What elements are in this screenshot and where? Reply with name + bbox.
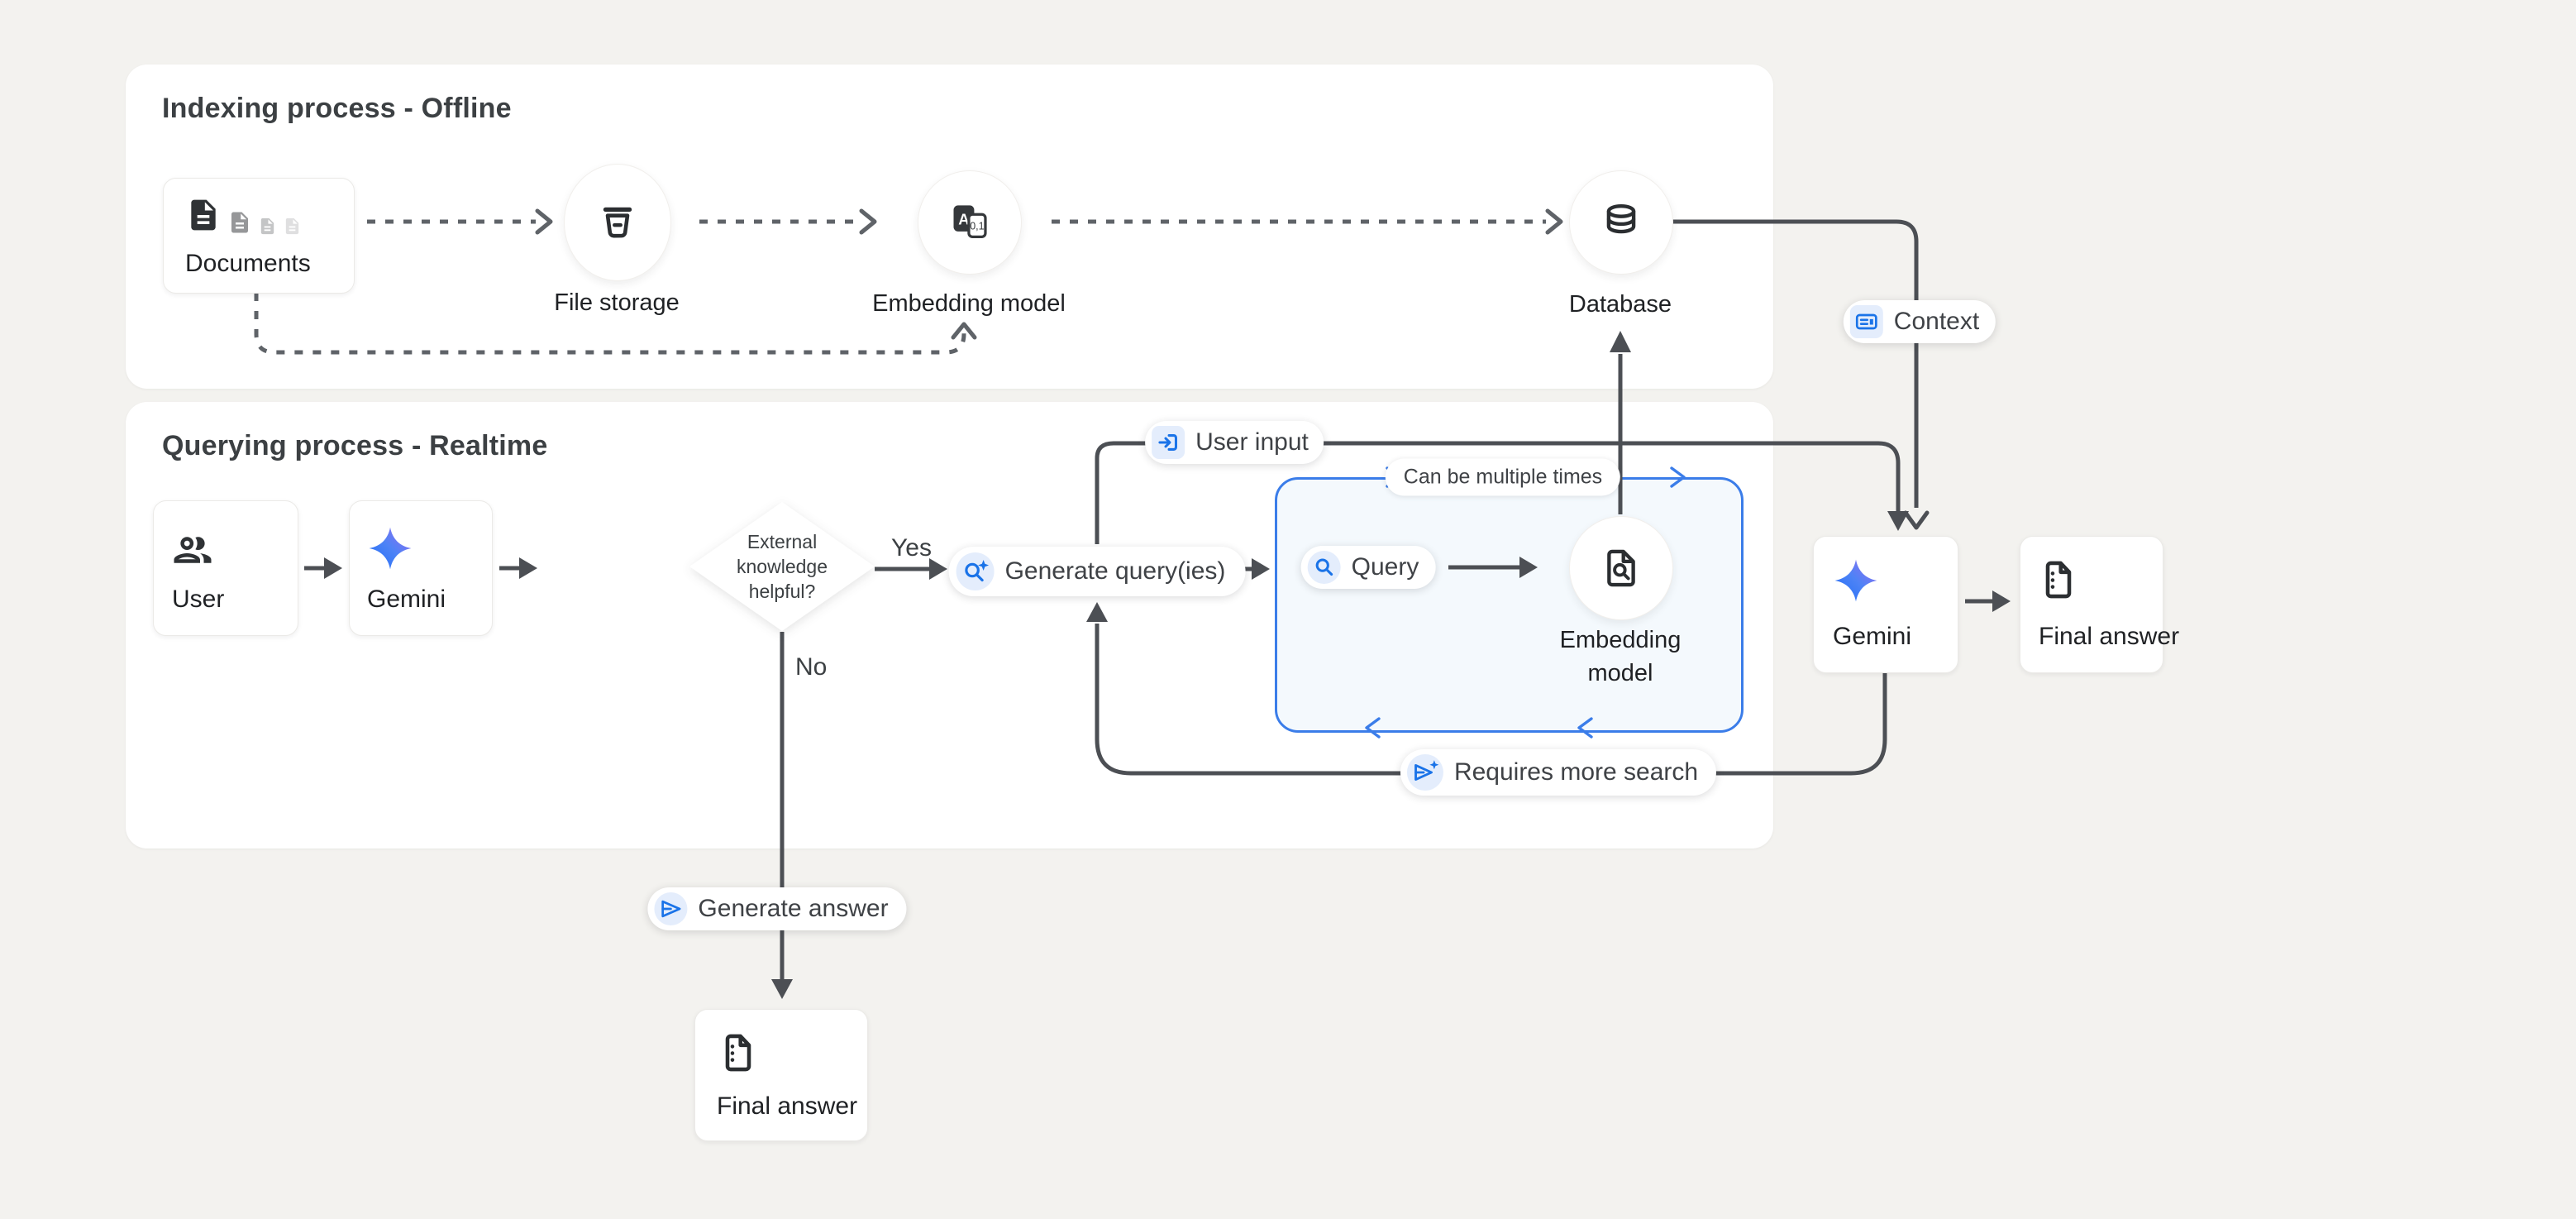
database-icon [1606, 204, 1636, 234]
arrowhead-embedding-database [1610, 331, 1631, 352]
send-icon [661, 900, 681, 918]
final-answer-right-label: Final answer [2039, 623, 2180, 650]
search-spark-icon [965, 560, 990, 582]
file-storage-label: File storage [554, 289, 680, 316]
document-icon [231, 212, 248, 233]
query-label: Query [1351, 553, 1419, 581]
search-chip [1307, 551, 1341, 584]
search-icon [1315, 558, 1333, 576]
loop-chevron-bottom-2 [1577, 717, 1593, 739]
documents-card: Documents [163, 178, 355, 294]
final-answer-icon [725, 1034, 751, 1072]
file-storage-icon [603, 207, 632, 238]
document-icon [191, 199, 216, 231]
context-chip [1849, 305, 1883, 338]
chevron-head-3 [1545, 208, 1563, 235]
generate-answer-pill: Generate answer [647, 887, 907, 930]
arrowhead-gemini2-finalanswer [1992, 590, 2011, 612]
send-chip [654, 892, 688, 925]
embedding-model-node: A 0,1 [918, 170, 1022, 275]
document-icon [260, 218, 274, 235]
decision-line3: helpful? [748, 581, 816, 602]
gemini2-card: Gemini [1813, 536, 1958, 673]
chevron-head-loop-up [951, 322, 977, 340]
context-pill: Context [1843, 300, 1996, 343]
no-label: No [795, 653, 828, 681]
retrieval-loop-box [1275, 477, 1744, 733]
loop-note-label: Can be multiple times [1403, 465, 1603, 489]
arrowhead-decision-generatequeries [929, 558, 947, 580]
login-chip [1152, 426, 1185, 459]
embed-icon-digits: 0,1 [970, 220, 984, 232]
arrowhead-requires-generatequeries [1086, 602, 1108, 622]
arrowhead-generatequeries-bluebox [1252, 558, 1270, 580]
user-input-label: User input [1195, 428, 1309, 456]
arrowhead-user-gemini [324, 557, 342, 579]
query-embedding-label-line2: model [1587, 660, 1653, 686]
user-input-icon [1158, 434, 1177, 451]
arrowhead-context-gemini2 [1903, 510, 1930, 530]
arrowhead-query-embedding [1519, 557, 1538, 578]
requires-more-search-pill: Requires more search [1400, 749, 1717, 796]
requires-more-search-label: Requires more search [1453, 758, 1699, 786]
loop-chevron-bottom-1 [1365, 717, 1381, 739]
spark-send-chip [1406, 754, 1443, 791]
query-pill: Query [1300, 546, 1436, 589]
gemini-icon [1834, 559, 1877, 602]
gemini-card: Gemini [349, 500, 493, 636]
edge-documents-embedding-loop [254, 293, 966, 355]
final-answer-icon [2045, 561, 2072, 599]
query-embedding-label-line1: Embedding [1559, 627, 1682, 653]
gemini-icon [369, 527, 412, 570]
query-embedding-node [1569, 516, 1673, 620]
document-icon [285, 218, 299, 235]
context-label: Context [1893, 308, 1980, 335]
final-answer-right-card: Final answer [2020, 536, 2179, 673]
documents-label: Documents [185, 250, 311, 277]
arrowhead-gemini-decision [519, 557, 537, 579]
yes-label: Yes [891, 534, 932, 562]
decision-diamond: External knowledge helpful? [689, 502, 875, 631]
decision-line1: External [747, 531, 818, 552]
arrowhead-userinput-gemini2 [1887, 511, 1909, 531]
generate-queries-pill: Generate query(ies) [948, 547, 1246, 596]
generate-answer-label: Generate answer [698, 895, 889, 922]
context-icon [1855, 313, 1877, 330]
documents-icon [185, 192, 302, 238]
edge-database-context-gemini2 [1672, 219, 1919, 508]
final-answer-bottom-card: Final answer [694, 1009, 868, 1141]
decision-text: External knowledge helpful? [689, 502, 875, 631]
user-card: User [153, 500, 298, 636]
chevron-head-1 [535, 208, 553, 235]
user-label: User [172, 586, 225, 613]
edge-userinput-gemini2 [1095, 441, 1901, 544]
gemini-label: Gemini [367, 586, 446, 613]
user-input-pill: User input [1145, 421, 1324, 464]
file-storage-node [564, 164, 671, 281]
loop-chevron-top-2 [1670, 466, 1686, 488]
indexing-title: Indexing process - Offline [162, 93, 512, 124]
embedding-model-icon: A 0,1 [953, 205, 987, 238]
database-label: Database [1568, 291, 1672, 318]
chevron-head-2 [859, 208, 877, 235]
spark-send-icon [1414, 760, 1439, 781]
embedding-model-label: Embedding model [872, 290, 1066, 317]
gemini2-label: Gemini [1833, 623, 1912, 650]
document-search-icon [1607, 549, 1635, 587]
querying-title: Querying process - Realtime [162, 430, 548, 461]
generate-queries-label: Generate query(ies) [1004, 557, 1226, 585]
embed-icon-letter: A [958, 211, 969, 228]
user-icon [174, 537, 212, 563]
arrowhead-no-finalanswer [771, 979, 793, 999]
final-answer-bottom-label: Final answer [717, 1092, 858, 1120]
decision-line2: knowledge [737, 556, 828, 577]
search-spark-chip [956, 552, 995, 590]
loop-note-pill: Can be multiple times [1385, 458, 1621, 496]
database-node [1569, 170, 1673, 275]
